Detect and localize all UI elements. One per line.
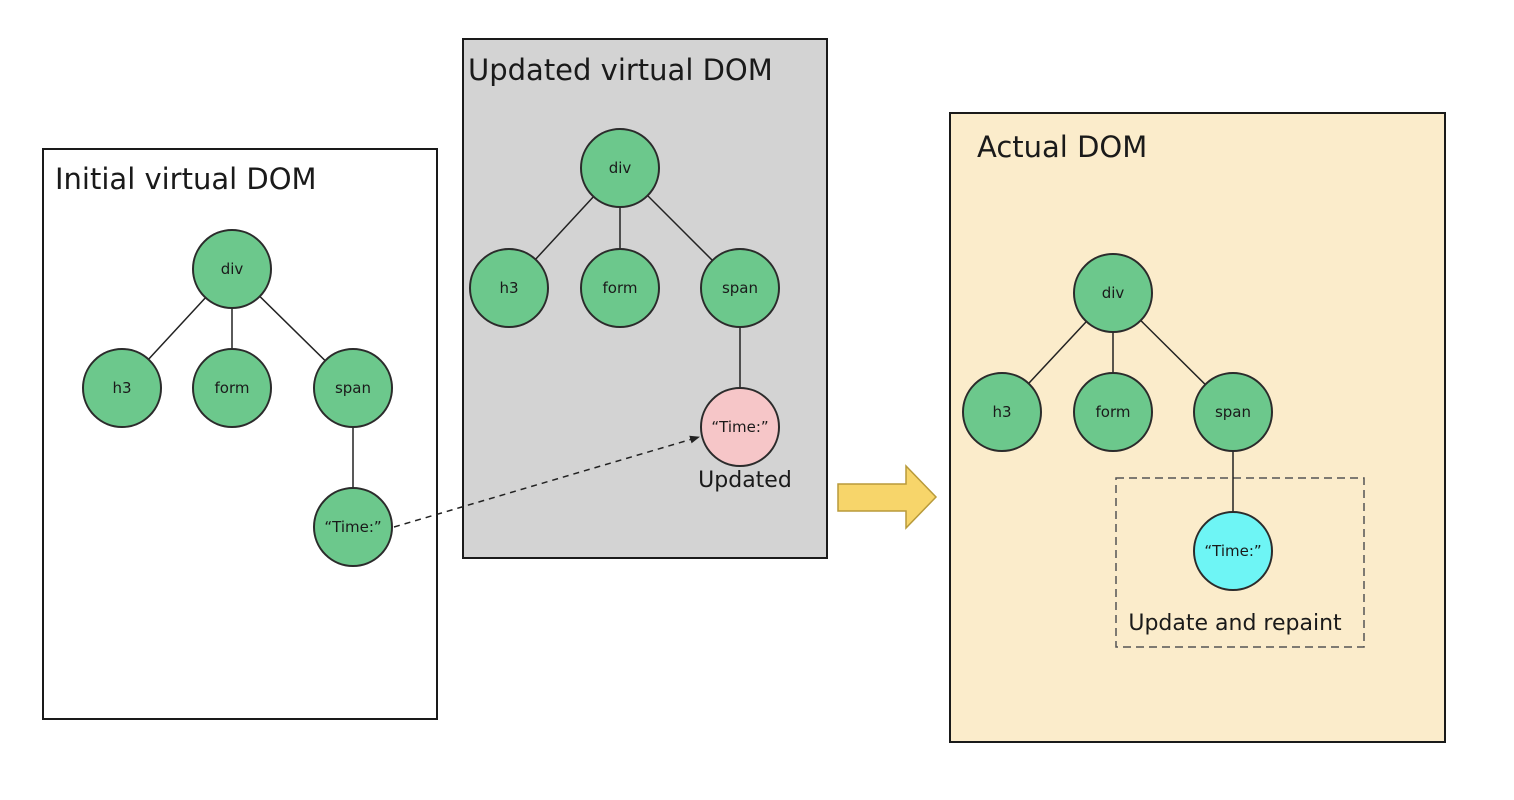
node-span-label: span: [1215, 403, 1251, 421]
node-time-repainted: “Time:”: [1193, 511, 1273, 591]
node-form-label: form: [215, 379, 250, 397]
diff-dashed-arrow: [393, 435, 700, 528]
initial-virtual-dom-panel: Initial virtual DOM div h3 form span “Ti…: [42, 148, 438, 720]
node-div: div: [1073, 253, 1153, 333]
node-h3-label: h3: [992, 403, 1011, 421]
node-span-label: span: [335, 379, 371, 397]
node-time-label: “Time:”: [324, 518, 381, 536]
node-div: div: [192, 229, 272, 309]
updated-virtual-dom-panel: Updated virtual DOM div h3 form span “Ti…: [462, 38, 828, 559]
node-h3: h3: [469, 248, 549, 328]
repaint-region: [1115, 477, 1365, 648]
node-form-label: form: [1096, 403, 1131, 421]
node-div-label: div: [1102, 284, 1125, 302]
node-form: form: [580, 248, 660, 328]
node-h3: h3: [82, 348, 162, 428]
updated-panel-title: Updated virtual DOM: [468, 53, 773, 87]
node-form-label: form: [603, 279, 638, 297]
node-span-label: span: [722, 279, 758, 297]
actual-dom-panel: Actual DOM div h3 form span “Time:” Upda…: [949, 112, 1446, 743]
updated-caption: Updated: [698, 468, 792, 493]
node-form: form: [1073, 372, 1153, 452]
repaint-caption: Update and repaint: [1128, 611, 1342, 636]
node-span: span: [313, 348, 393, 428]
node-time-label: “Time:”: [711, 418, 768, 436]
node-h3-label: h3: [112, 379, 131, 397]
node-div: div: [580, 128, 660, 208]
node-span: span: [1193, 372, 1273, 452]
node-h3: h3: [962, 372, 1042, 452]
patch-arrow-icon: [837, 464, 938, 530]
node-span: span: [700, 248, 780, 328]
initial-panel-title: Initial virtual DOM: [55, 162, 317, 196]
node-time-updated: “Time:”: [700, 387, 780, 467]
node-form: form: [192, 348, 272, 428]
node-div-label: div: [609, 159, 632, 177]
node-time: “Time:”: [313, 487, 393, 567]
actual-panel-title: Actual DOM: [977, 130, 1147, 164]
node-time-label: “Time:”: [1204, 542, 1261, 560]
node-h3-label: h3: [499, 279, 518, 297]
node-div-label: div: [221, 260, 244, 278]
